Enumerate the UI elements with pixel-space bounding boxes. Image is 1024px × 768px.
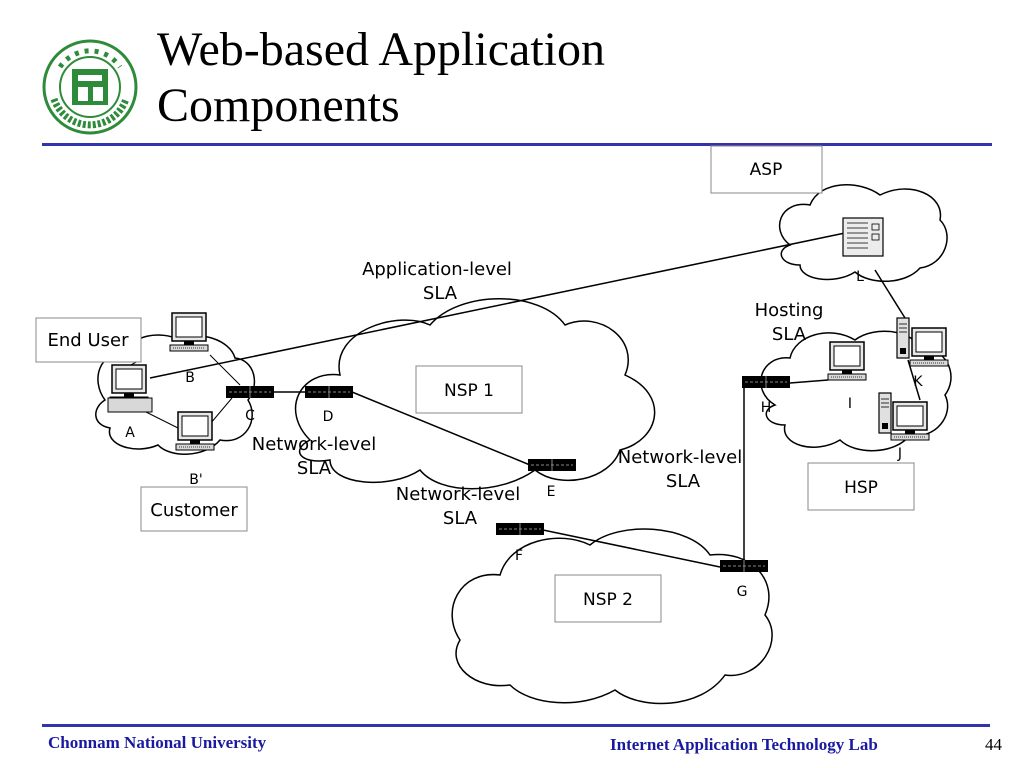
node-label-b-prime: B' (189, 472, 202, 488)
node-label-a: A (125, 425, 135, 441)
server-i (827, 341, 867, 381)
router-d (304, 385, 354, 399)
node-label-k: K (913, 374, 923, 390)
link-d-e (351, 391, 531, 466)
server-j-monitor (890, 401, 930, 441)
hosting-sla-line2: SLA (772, 324, 807, 345)
node-label-d: D (323, 409, 334, 425)
asp-box (710, 145, 823, 194)
customer-label: Customer (150, 500, 238, 521)
node-label-j: J (897, 446, 902, 462)
node-label-c: C (245, 408, 255, 424)
link-h-i (789, 379, 829, 384)
application-sla-line1: Application-level (362, 259, 512, 280)
network-sla3-line1: Network-level (618, 447, 742, 468)
end-user-box (35, 317, 142, 363)
link-l-k (874, 269, 906, 319)
network-sla1-line2: SLA (297, 458, 332, 479)
router-c (225, 385, 275, 399)
nsp2-label: NSP 2 (583, 590, 633, 610)
application-sla-line2: SLA (423, 283, 458, 304)
end-user-label: End User (48, 330, 130, 351)
router-g (719, 559, 769, 573)
router-f (495, 522, 545, 536)
node-label-b: B (185, 370, 195, 386)
node-label-g: G (737, 584, 748, 600)
slide-title-line1: Web-based Application (157, 23, 606, 76)
page-number: 44 (985, 735, 1002, 754)
hosting-sla-line1: Hosting (755, 300, 824, 321)
server-j-tower (878, 392, 892, 434)
nsp2-box (554, 574, 662, 623)
network-sla2-line2: SLA (443, 508, 478, 529)
server-k-tower (896, 317, 910, 359)
computer-a-base (107, 397, 153, 413)
server-l (842, 217, 884, 257)
footer-university: Chonnam National University (48, 733, 267, 752)
asp-label: ASP (750, 160, 783, 180)
node-label-e: E (547, 484, 556, 500)
hsp-box (807, 462, 915, 511)
nsp1-label: NSP 1 (444, 381, 494, 401)
link-k-j (907, 359, 921, 401)
node-label-i: I (848, 396, 852, 412)
link-cust-c (209, 354, 241, 386)
footer-divider (42, 724, 990, 727)
node-label-h: H (761, 400, 772, 416)
server-k-monitor (909, 327, 949, 367)
router-e (527, 458, 577, 472)
slide-title: Web-based Application Components (157, 22, 605, 134)
node-label-l: L (856, 269, 864, 285)
slide-title-line2: Components (157, 79, 400, 132)
network-sla1-line1: Network-level (252, 434, 376, 455)
computer-b (169, 312, 209, 352)
hsp-label: HSP (844, 478, 878, 498)
computer-a (109, 364, 149, 404)
link-f-g (542, 529, 721, 568)
footer-lab: Internet Application Technology Lab (610, 735, 878, 754)
nsp1-box (415, 365, 523, 414)
network-sla2-line1: Network-level (396, 484, 520, 505)
university-logo (40, 37, 140, 137)
network-sla3-line2: SLA (666, 471, 701, 492)
router-h (741, 375, 791, 389)
header-divider (42, 143, 992, 146)
customer-box (140, 486, 248, 532)
computer-b-prime (175, 411, 215, 451)
node-label-f: F (515, 548, 523, 564)
link-a-l (149, 232, 846, 379)
